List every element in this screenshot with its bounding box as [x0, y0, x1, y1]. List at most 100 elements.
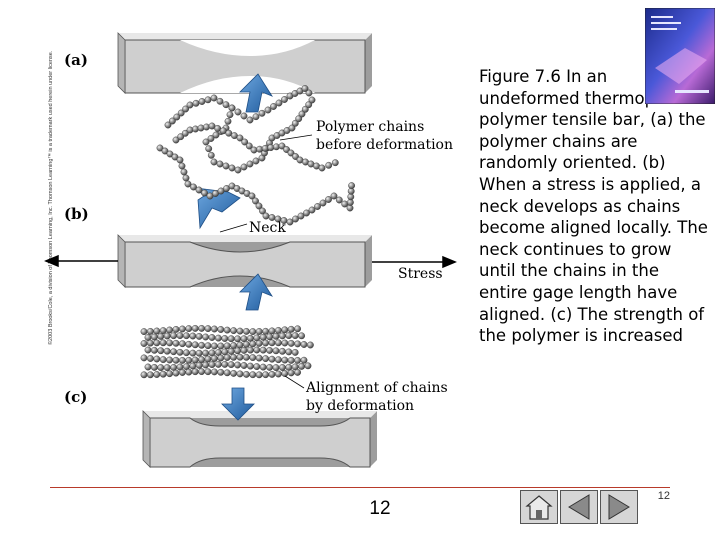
polymer-bead — [178, 356, 186, 364]
polymer-bead — [159, 327, 167, 334]
polymer-bead — [300, 356, 308, 364]
polymer-bead — [272, 332, 280, 340]
polymer-bead — [305, 89, 313, 97]
polymer-bead — [230, 327, 238, 334]
polymer-bead — [234, 108, 242, 116]
polymer-bead — [314, 203, 321, 210]
polymer-bead — [294, 325, 301, 333]
polymer-bead — [164, 121, 172, 129]
polymer-bead — [176, 348, 184, 356]
polymer-bead — [204, 368, 212, 376]
polymer-bead — [295, 115, 303, 123]
polymer-bead — [182, 174, 190, 182]
polymer-bead — [140, 371, 148, 379]
polymer-bead — [198, 324, 206, 332]
polymer-bead — [241, 138, 249, 146]
random-polymer-chains — [156, 85, 355, 226]
figure-caption: Figure 7.6 In an undeformed thermoplasti… — [479, 67, 708, 346]
polymer-bead — [266, 346, 273, 354]
polymer-bead — [246, 160, 254, 168]
polymer-bead — [240, 346, 248, 354]
polymer-bead — [259, 207, 266, 215]
polymer-bead — [210, 158, 218, 166]
polymer-bead — [283, 146, 290, 153]
polymer-bead — [240, 335, 248, 343]
polymer-bead — [253, 346, 261, 354]
polymer-bead — [159, 339, 167, 347]
polymer-bead — [227, 347, 235, 355]
polymer-bead — [281, 339, 289, 347]
polymer-bead — [176, 156, 184, 164]
polymer-bead — [201, 189, 208, 197]
polymer-bead — [301, 85, 309, 92]
polymer-bead — [216, 97, 224, 105]
polymer-bead — [157, 364, 165, 371]
polymer-bead — [266, 333, 273, 341]
polymer-bead — [221, 335, 229, 342]
polymer-bead — [234, 361, 242, 369]
textbook-cover-image — [645, 8, 715, 104]
polymer-bead — [325, 161, 333, 169]
polymer-bead — [291, 119, 299, 127]
annotation-stress: Stress — [398, 266, 443, 282]
polymer-bead — [191, 356, 199, 364]
polymer-bead — [291, 332, 299, 339]
polymer-bead — [172, 356, 180, 364]
polymer-bead — [286, 218, 294, 226]
polymer-bead — [202, 138, 210, 146]
polymer-bead — [281, 96, 288, 103]
polymer-bead — [230, 369, 238, 377]
polymer-bead — [150, 346, 158, 354]
polymer-bead — [287, 356, 295, 364]
previous-slide-button[interactable] — [560, 490, 598, 524]
polymer-bead — [258, 109, 266, 117]
polymer-bead — [221, 360, 229, 368]
polymer-bead — [292, 215, 299, 223]
polymer-bead — [189, 362, 197, 370]
polymer-bead — [192, 125, 199, 133]
polymer-bead — [202, 361, 210, 369]
polymer-bead — [223, 369, 231, 377]
polymer-bead — [153, 327, 161, 335]
polymer-bead — [178, 340, 186, 348]
polymer-bead — [294, 340, 301, 348]
next-slide-button[interactable] — [600, 490, 638, 524]
polymer-bead — [236, 327, 244, 335]
polymer-bead — [245, 142, 253, 150]
polymer-bead — [198, 98, 206, 105]
polymer-bead — [275, 99, 283, 107]
next-slide-icon — [608, 494, 630, 520]
polymer-bead — [189, 349, 197, 357]
polymer-bead — [217, 342, 225, 350]
polymer-bead — [287, 369, 295, 377]
polymer-bead — [150, 333, 158, 341]
polymer-bead — [249, 340, 257, 348]
polymer-bead — [207, 151, 215, 159]
polymer-bead — [204, 96, 212, 104]
polymer-bead — [166, 370, 174, 378]
polymer-bead — [177, 133, 185, 141]
polymer-bead — [297, 212, 305, 220]
polymer-bead — [163, 332, 171, 340]
polymer-bead — [178, 162, 186, 170]
polymer-bead — [268, 355, 276, 363]
polymer-bead — [182, 332, 190, 340]
polymer-bead — [214, 360, 222, 368]
polymer-bead — [242, 340, 250, 348]
polymer-bead — [270, 103, 277, 110]
polymer-bead — [242, 370, 250, 378]
home-button[interactable] — [520, 490, 558, 524]
polymer-bead — [294, 356, 301, 364]
polymer-bead — [272, 364, 280, 371]
polymer-bead — [294, 368, 301, 376]
polymer-bead — [223, 342, 231, 350]
polymer-bead — [217, 368, 225, 376]
polymer-bead — [222, 162, 230, 170]
polymer-bead — [168, 117, 176, 125]
polymer-bead — [262, 339, 269, 347]
slide-navigation — [520, 490, 670, 526]
annotation-polymer-chains: Polymer chains — [316, 119, 424, 135]
polymer-bead — [240, 112, 248, 120]
polymer-bead — [166, 356, 174, 364]
polymer-bead — [281, 370, 289, 377]
